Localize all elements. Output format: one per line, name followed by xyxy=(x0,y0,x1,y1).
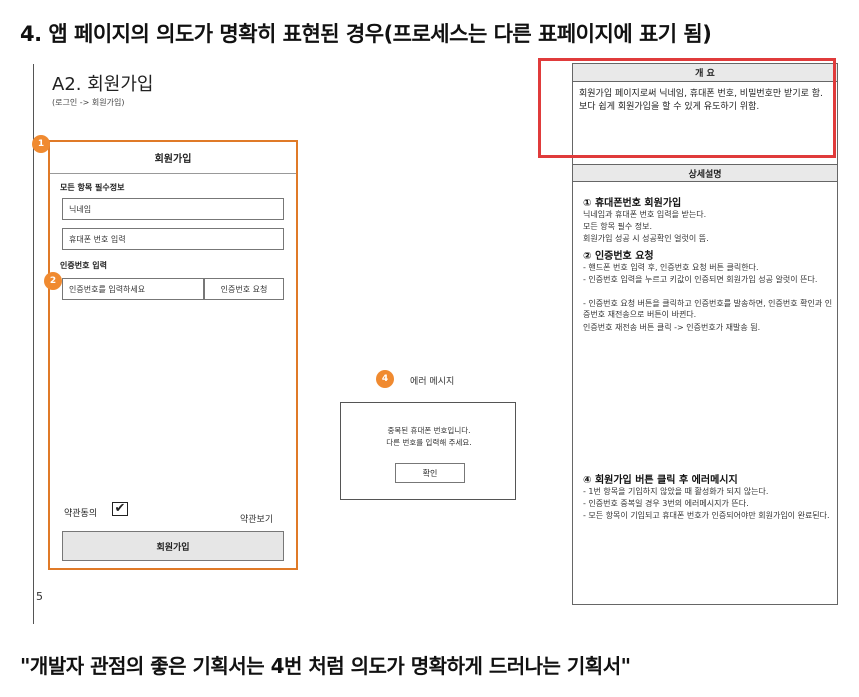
detail-section-4-line1: - 1번 항목을 기입하지 않았을 때 활성화가 되지 않는다. xyxy=(583,487,769,496)
error-message-label: 에러 메시지 xyxy=(410,377,455,387)
overview-highlight-box xyxy=(538,58,836,158)
quote-text: "개발자 관점의 좋은 기획서는 4번 처럼 의도가 명확하게 드러나는 기획서… xyxy=(20,654,631,678)
error-dialog: 중복된 휴대폰 번호입니다. 다른 번호를 입력해 주세요. 확인 xyxy=(340,402,516,500)
badge-2: 2 xyxy=(44,272,62,290)
detail-section-1-line1: 닉네임과 휴대폰 번호 입력을 받는다. xyxy=(583,210,707,219)
terms-link[interactable]: 약관보기 xyxy=(240,515,274,525)
error-confirm-button[interactable]: 확인 xyxy=(395,463,465,483)
main-title: 4. 앱 페이지의 의도가 명확히 표현된 경우(프로세스는 다른 표페이지에 … xyxy=(20,22,712,46)
description-panel: 개 요 회원가입 페이지로써 닉네임, 휴대폰 번호, 비밀번호만 받기로 함.… xyxy=(572,63,838,605)
signup-wireframe: 회원가입 모든 항목 필수정보 닉네임 휴대폰 번호 입력 인증번호 입력 인증… xyxy=(48,140,298,570)
detail-section-4-title: ④ 회원가입 버튼 클릭 후 에러메시지 xyxy=(583,475,738,486)
detail-section-2-line2: - 인증번호 입력을 누르고 키값이 인증되면 회원가입 성공 알럿이 뜬다. xyxy=(583,275,818,284)
detail-header: 상세설명 xyxy=(573,164,837,182)
detail-section-4-line3: - 모든 항목이 기입되고 휴대폰 번호가 인증되어야만 회원가입이 완료된다. xyxy=(583,511,830,520)
required-info-label: 모든 항목 필수정보 xyxy=(60,183,125,192)
verify-code-input[interactable]: 인증번호를 입력하세요 xyxy=(62,278,204,300)
page-number: 5 xyxy=(36,590,43,603)
nickname-input[interactable]: 닉네임 xyxy=(62,198,284,220)
page-margin-line xyxy=(33,64,34,624)
overview-header: 개 요 xyxy=(573,64,837,82)
screen-id: A2. 회원가입 xyxy=(52,74,154,95)
overview-text: 회원가입 페이지로써 닉네임, 휴대폰 번호, 비밀번호만 받기로 함. 보다 … xyxy=(579,89,823,112)
signup-header: 회원가입 xyxy=(50,142,296,174)
detail-section-2-title: ② 인증번호 요청 xyxy=(583,251,654,262)
screen-path: (로그인 -> 회원가입) xyxy=(52,98,125,107)
verify-code-label: 인증번호 입력 xyxy=(60,261,107,270)
detail-section-2-line3: - 인증번호 요청 버튼을 클릭하고 인증번호를 발송하면, 인증번호 확인과 … xyxy=(583,299,833,319)
badge-4: 4 xyxy=(376,370,394,388)
detail-section-4-line2: - 인증번호 중복일 경우 3번의 에러메시지가 뜬다. xyxy=(583,499,749,508)
detail-section-1-line3: 회원가입 성공 시 성공확인 얼럿이 뜸. xyxy=(583,234,709,243)
agree-label: 약관동의 xyxy=(64,509,98,519)
error-text-line1: 중복된 휴대폰 번호입니다. xyxy=(387,426,471,435)
signup-button[interactable]: 회원가입 xyxy=(62,531,284,561)
badge-1: 1 xyxy=(32,135,50,153)
detail-section-1-title: ① 휴대폰번호 회원가입 xyxy=(583,198,682,209)
phone-number-input[interactable]: 휴대폰 번호 입력 xyxy=(62,228,284,250)
detail-section-2-line1: - 핸드폰 번호 입력 후, 인증번호 요청 버튼 클릭한다. xyxy=(583,263,759,272)
agree-checkbox[interactable]: ✔ xyxy=(112,502,128,516)
detail-section-2-line4: 인증번호 재전송 버튼 클릭 -> 인증번호가 재발송 됨. xyxy=(583,323,761,332)
error-text-line2: 다른 번호를 입력해 주세요. xyxy=(386,438,472,447)
verify-request-button[interactable]: 인증번호 요청 xyxy=(204,278,284,300)
detail-section-1-line2: 모든 항목 필수 정보. xyxy=(583,222,653,231)
